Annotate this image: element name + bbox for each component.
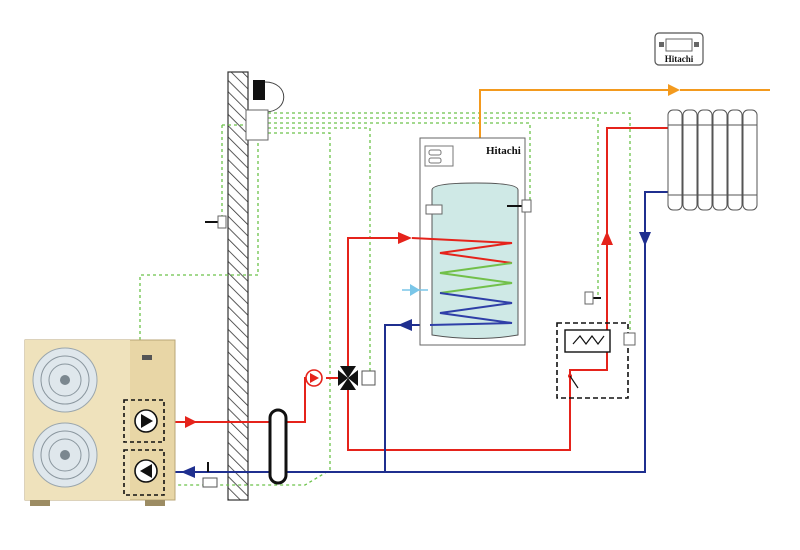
building-wall (227, 71, 249, 501)
radiator (667, 109, 758, 211)
arrow-right-icon (410, 284, 420, 296)
pump-icon (141, 414, 153, 428)
cold-water-inlet (402, 284, 428, 296)
three-way-valve (338, 366, 376, 390)
outdoor-heat-pump-unit (24, 339, 176, 506)
control-wiring (139, 112, 631, 486)
hot-flow-arrows (185, 231, 613, 428)
secondary-pump (123, 449, 165, 496)
electric-heater (556, 322, 636, 399)
fan-icon (32, 347, 98, 413)
arrow-right-icon (398, 232, 412, 244)
thermostat-brand-label: Hitachi (665, 54, 694, 64)
arrow-left-icon (181, 466, 195, 478)
arrow-down-icon (639, 232, 651, 246)
circulation-pump (305, 369, 323, 387)
pump-icon (140, 464, 152, 478)
return-temperature-sensor (202, 462, 218, 488)
primary-pump (123, 399, 165, 443)
pump-icon (310, 373, 319, 383)
arrow-right-icon (185, 416, 197, 428)
return-flow-arrows (181, 232, 651, 478)
arrow-up-icon (601, 231, 613, 245)
room-thermostat: Hitachi (654, 32, 704, 66)
return-pipes (165, 191, 668, 473)
indoor-control-box (245, 80, 285, 141)
hydraulic-separator (268, 408, 288, 485)
outdoor-temperature-sensor (205, 215, 227, 229)
heat-exchanger-coil (411, 237, 513, 326)
fan-icon (32, 422, 98, 488)
arrow-left-icon (398, 319, 412, 331)
dhw-arrow-icon (668, 84, 680, 96)
hot-supply-pipes (165, 127, 668, 451)
tank-brand-label: Hitachi (486, 145, 521, 157)
supply-temperature-sensor (584, 291, 601, 305)
